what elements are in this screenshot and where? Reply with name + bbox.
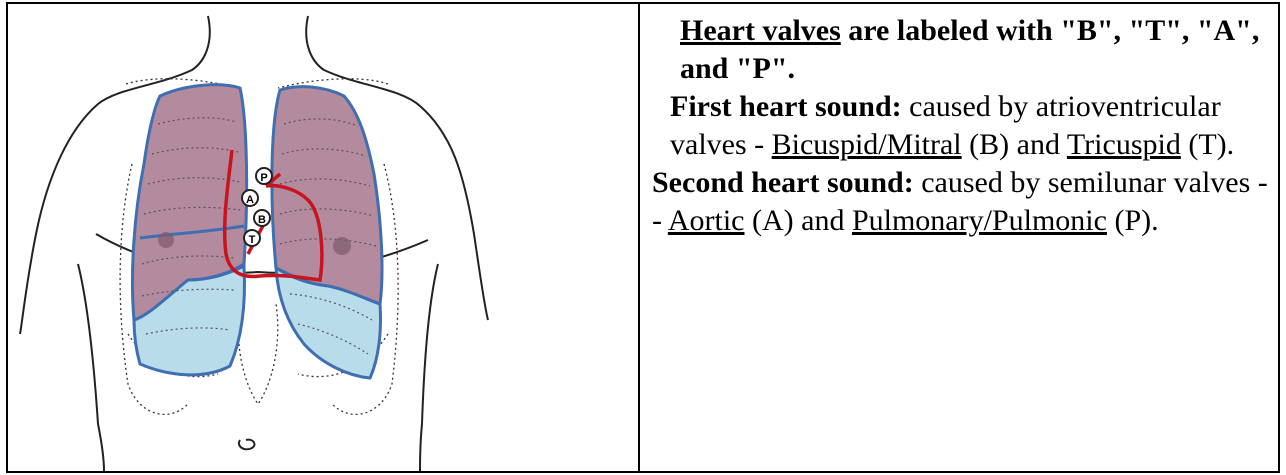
first-sound-paragraph: First heart sound: caused by atrioventri… <box>652 88 1272 164</box>
valve-bicuspid-mitral: Bicuspid/Mitral <box>772 128 962 161</box>
text-cell: Heart valves are labeled with "B", "T", … <box>640 4 1278 471</box>
heading-underlined: Heart valves <box>680 14 841 47</box>
valve-marker-p: P <box>256 168 272 184</box>
illustration-cell: P A B T <box>8 4 640 471</box>
lung-right-side <box>272 87 382 378</box>
valve-marker-b: B <box>254 210 270 226</box>
valve-marker-t: T <box>244 230 260 246</box>
valve-marker-a: A <box>242 190 258 206</box>
second-sound-text2: (A) and <box>744 204 851 237</box>
valve-tricuspid: Tricuspid <box>1067 128 1181 161</box>
valve-aortic: Aortic <box>668 204 745 237</box>
first-sound-text2: (B) and <box>962 128 1067 161</box>
svg-text:P: P <box>260 172 267 184</box>
valve-pulmonary: Pulmonary/Pulmonic <box>852 204 1107 237</box>
second-sound-text3: (P). <box>1107 204 1159 237</box>
first-sound-label: First heart sound: <box>670 90 902 123</box>
second-sound-paragraph: Second heart sound: caused by semilunar … <box>652 164 1272 240</box>
content-table: P A B T Heart valves are labeled with "B… <box>6 2 1280 473</box>
svg-text:A: A <box>246 194 254 206</box>
svg-text:B: B <box>258 214 266 226</box>
lung-left-side <box>132 85 246 375</box>
heading-paragraph: Heart valves are labeled with "B", "T", … <box>652 12 1272 88</box>
second-sound-label: Second heart sound: <box>652 166 914 199</box>
svg-text:T: T <box>249 234 256 246</box>
first-sound-text3: (T). <box>1181 128 1234 161</box>
heart-auscultation-diagram: P A B T <box>8 4 638 471</box>
